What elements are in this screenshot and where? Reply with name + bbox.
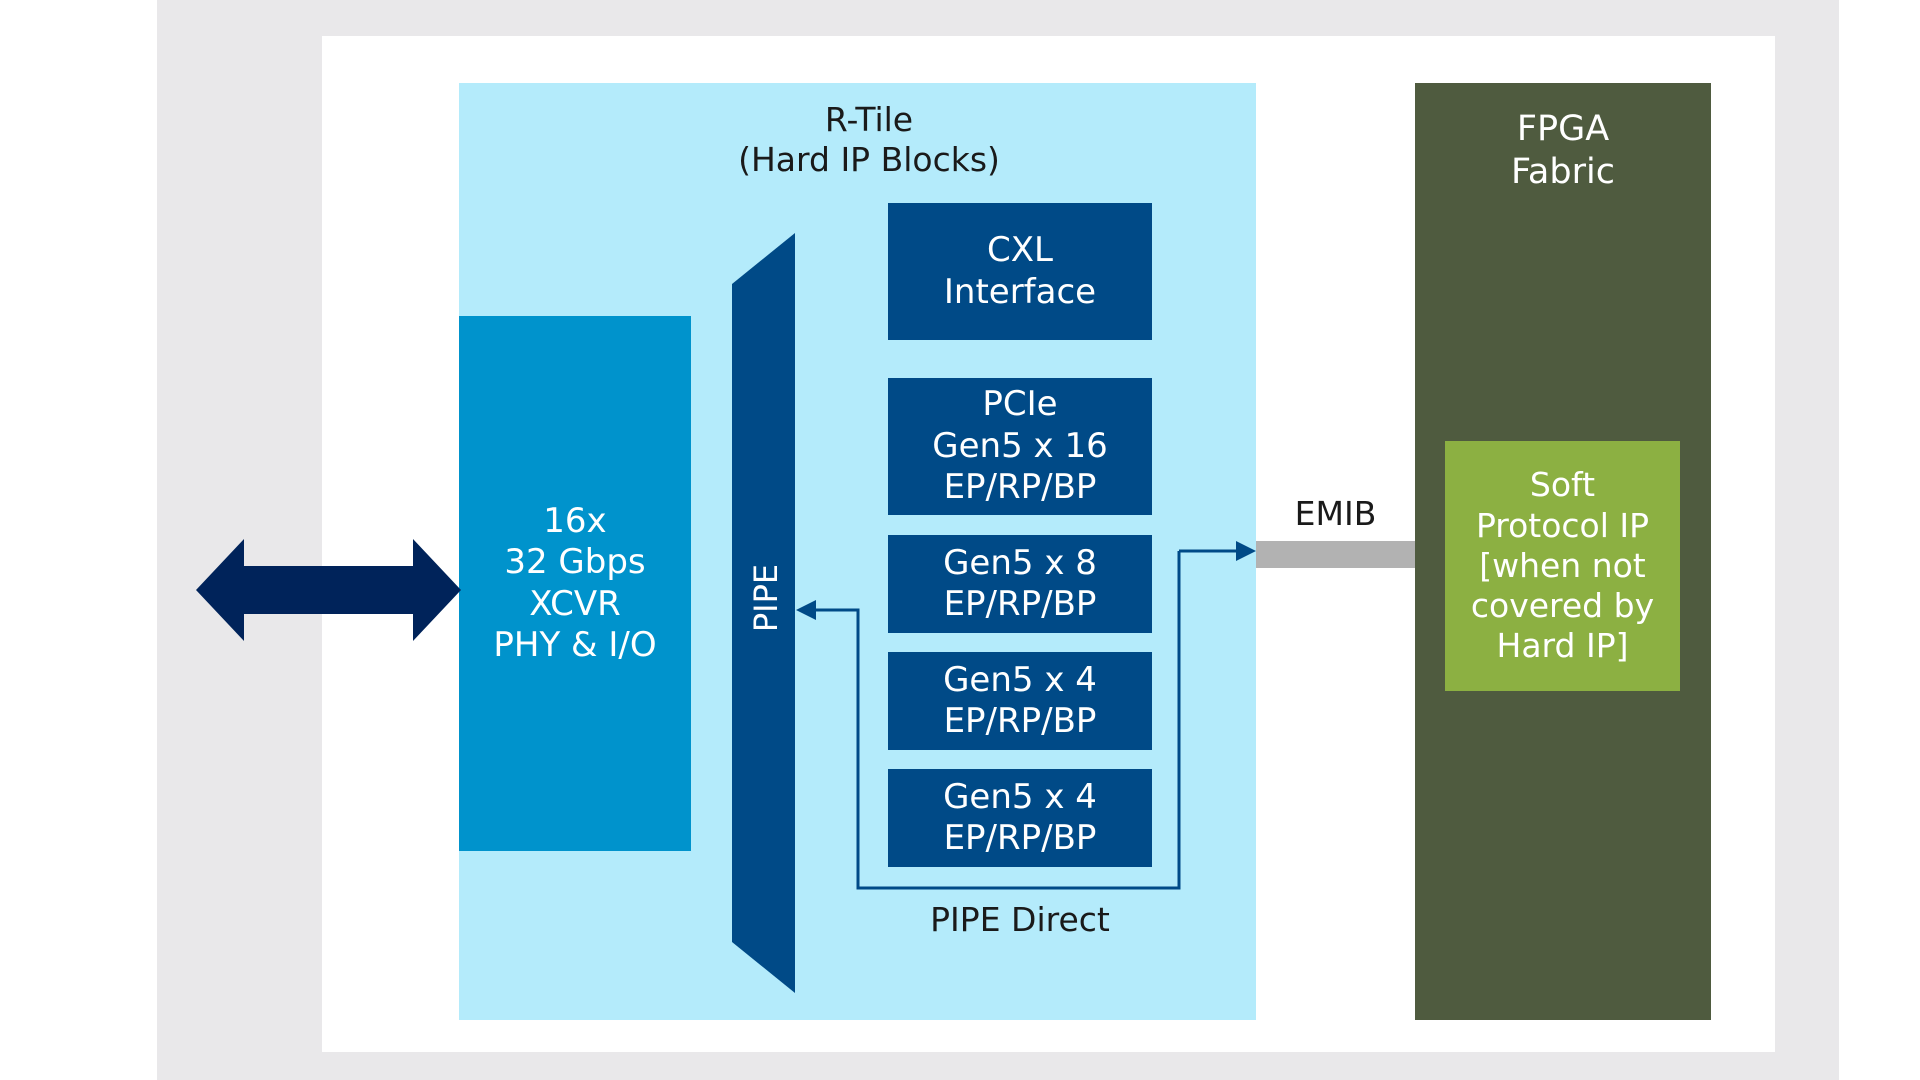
pipe-label: PIPE	[747, 564, 785, 632]
soft-protocol-ip-block: Soft Protocol IP [when not covered by Ha…	[1445, 441, 1680, 691]
fpga-fabric-title: FPGA Fabric	[1511, 109, 1615, 192]
gen5-x4-block: Gen5 x 4 EP/RP/BP	[888, 769, 1152, 867]
pipe-direct-path	[810, 551, 1181, 890]
xcvr-phy-block: 16x 32 Gbps XCVR PHY & I/O	[459, 316, 691, 851]
emib-label: EMIB	[1294, 494, 1377, 533]
pipe-arrowhead	[796, 600, 816, 620]
pcie-gen5-x16-block: PCIe Gen5 x 16 EP/RP/BP	[888, 378, 1152, 515]
emib-arrowhead	[1236, 541, 1256, 561]
cxl-interface-block: CXL Interface	[888, 203, 1152, 340]
emib-bridge-bar	[1256, 541, 1415, 568]
gen5-x4-block: Gen5 x 4 EP/RP/BP	[888, 652, 1152, 750]
pipe-mux-block	[732, 233, 795, 993]
external-io-double-arrow	[196, 539, 461, 641]
pipe-direct-label: PIPE Direct	[930, 900, 1110, 939]
r-tile-title: R-Tile (Hard IP Blocks)	[738, 100, 1000, 180]
gen5-x8-block: Gen5 x 8 EP/RP/BP	[888, 535, 1152, 633]
